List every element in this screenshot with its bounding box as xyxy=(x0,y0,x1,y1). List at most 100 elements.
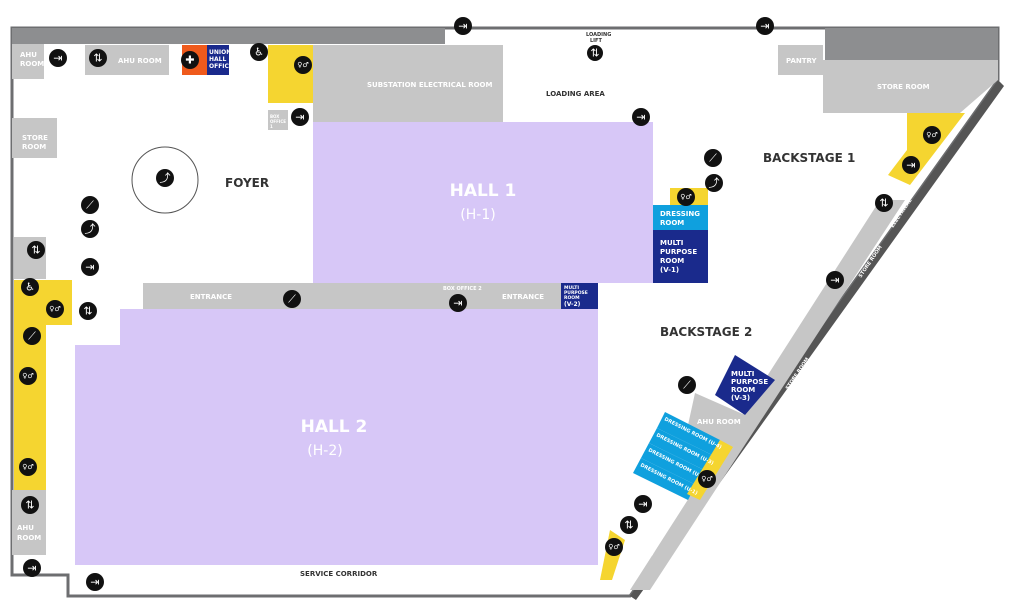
ahu-label: AHU ROOM xyxy=(697,418,741,426)
exit-icon: ⇥ xyxy=(291,108,309,126)
toilet-backstage-2 xyxy=(687,440,733,500)
entrance-label[interactable]: ENTRANCE xyxy=(190,293,232,301)
svg-text:⟋: ⟋ xyxy=(709,152,717,165)
exit-icon: ⇥ xyxy=(81,258,99,276)
hall-1-name: HALL 1 xyxy=(450,181,517,201)
multi-purpose-room-v3 xyxy=(715,355,775,415)
toilet-icon: ♀♂ xyxy=(46,300,64,318)
union-label: HALL xyxy=(209,56,226,63)
ahu-label: ROOM xyxy=(20,60,44,68)
ahu-label: AHU xyxy=(17,524,34,532)
svg-text:⤴: ⤴ xyxy=(85,222,96,236)
ahu-room-top-left xyxy=(12,44,44,79)
hall-2[interactable] xyxy=(75,309,598,565)
svg-text:⟋: ⟋ xyxy=(683,379,691,392)
exit-icon: ⇥ xyxy=(634,495,652,513)
lift-icon: ⇅ xyxy=(21,496,39,514)
box-office-label: BOX xyxy=(270,114,279,119)
exit-icon: ⇥ xyxy=(449,294,467,312)
svg-text:✚: ✚ xyxy=(185,54,194,67)
box-office-2-label: BOX OFFICE 2 xyxy=(443,286,482,292)
store-room-right xyxy=(823,60,998,113)
toilet-icon: ♀♂ xyxy=(923,126,941,144)
box-office-label: 1 xyxy=(270,124,273,129)
exit-icon: ⇥ xyxy=(49,49,67,67)
mpr-label: (V-3) xyxy=(731,394,750,402)
mpr-label: ROOM xyxy=(731,386,755,394)
exit-icon: ⇥ xyxy=(454,17,472,35)
dressing-rooms xyxy=(633,412,720,500)
svg-text:⇥: ⇥ xyxy=(90,576,99,589)
backstage-1-label: BACKSTAGE 1 xyxy=(763,151,855,165)
escalator-icon: ⤴ xyxy=(705,174,723,192)
svg-text:⇥: ⇥ xyxy=(85,261,94,274)
pantry-label: PANTRY xyxy=(786,57,818,65)
svg-text:⇥: ⇥ xyxy=(830,274,839,287)
mpr-label: ROOM xyxy=(564,295,580,301)
exit-icon: ⇥ xyxy=(902,156,920,174)
ahu-label: ROOM xyxy=(17,534,41,542)
lift-icon: ⇅ xyxy=(89,49,107,67)
lift-icon: ⇅ xyxy=(27,241,45,259)
box-office-label: OFFICE xyxy=(270,119,286,124)
svg-text:⇥: ⇥ xyxy=(906,159,915,172)
multi-purpose-room-v1 xyxy=(653,230,708,283)
pantry xyxy=(778,45,823,75)
svg-text:⟋: ⟋ xyxy=(288,293,296,306)
ahu-label: AHU ROOM xyxy=(118,57,162,65)
mpr-label: MULTI xyxy=(660,239,683,247)
svg-text:♀♂: ♀♂ xyxy=(297,61,308,69)
entrance-label[interactable]: ENTRANCE xyxy=(502,293,544,301)
stairs-icon: ⟋ xyxy=(678,376,696,394)
ahu-label: AHU xyxy=(20,51,37,59)
hall-2-code: (H-2) xyxy=(307,443,342,459)
hall-1-code: (H-1) xyxy=(460,207,495,223)
mpr-label: PURPOSE xyxy=(660,248,697,256)
store-label: STORE ROOM xyxy=(877,83,930,91)
stairs-icon: ⟋ xyxy=(283,290,301,308)
exit-icon: ⇥ xyxy=(756,17,774,35)
mpr-label: ROOM xyxy=(660,257,684,265)
first-aid-icon: ✚ xyxy=(181,51,199,69)
ahu-label: AHU xyxy=(60,239,77,247)
lift-icon: ⇅ xyxy=(875,194,893,212)
multi-purpose-room-v2 xyxy=(561,283,598,309)
stairs-icon: ⟋ xyxy=(23,327,41,345)
backstage-2-label: BACKSTAGE 2 xyxy=(660,325,752,339)
exit-icon: ⇥ xyxy=(86,573,104,591)
toilet-icon: ♀♂ xyxy=(698,470,716,488)
mpr-label: MULTI xyxy=(564,285,579,291)
box-office-1 xyxy=(268,110,288,130)
escalator-icon: ⤴ xyxy=(156,169,174,187)
hall-1[interactable] xyxy=(313,122,653,283)
stairs-icon: ⟋ xyxy=(81,196,99,214)
loading-area-label: LOADING AREA xyxy=(546,90,605,98)
svg-text:⇅: ⇅ xyxy=(31,244,40,257)
stairs-icon: ⟋ xyxy=(704,149,722,167)
escalator-icon: ⤴ xyxy=(81,220,99,238)
toilet-icon: ♀♂ xyxy=(294,56,312,74)
loading-lift-label: LOADING xyxy=(586,32,611,38)
entrance-corridor xyxy=(143,283,598,309)
svg-text:⇅: ⇅ xyxy=(624,519,633,532)
mpr-label: MULTI xyxy=(731,370,754,378)
toilet-icon: ♀♂ xyxy=(19,367,37,385)
svg-text:⇅: ⇅ xyxy=(93,52,102,65)
union-label: UNION xyxy=(209,49,231,56)
mpr-label: PURPOSE xyxy=(564,290,588,296)
dressing-room xyxy=(653,205,708,230)
union-label: OFFICE xyxy=(209,63,233,70)
accessible-icon: ♿ xyxy=(21,278,39,296)
wall-top-right xyxy=(825,28,998,60)
svg-text:⤴: ⤴ xyxy=(709,176,720,190)
exit-icon: ⇥ xyxy=(23,559,41,577)
svg-text:⇅: ⇅ xyxy=(590,47,599,60)
toilet-icon: ♀♂ xyxy=(19,458,37,476)
svg-text:⇥: ⇥ xyxy=(638,498,647,511)
mpr-label: (V-2) xyxy=(564,301,581,308)
substation-label: SUBSTATION ELECTRICAL ROOM xyxy=(367,81,493,89)
loading-lift-label: LIFT xyxy=(590,38,602,44)
substation-electrical-room xyxy=(313,45,503,122)
mpr-label: (V-1) xyxy=(660,266,679,274)
